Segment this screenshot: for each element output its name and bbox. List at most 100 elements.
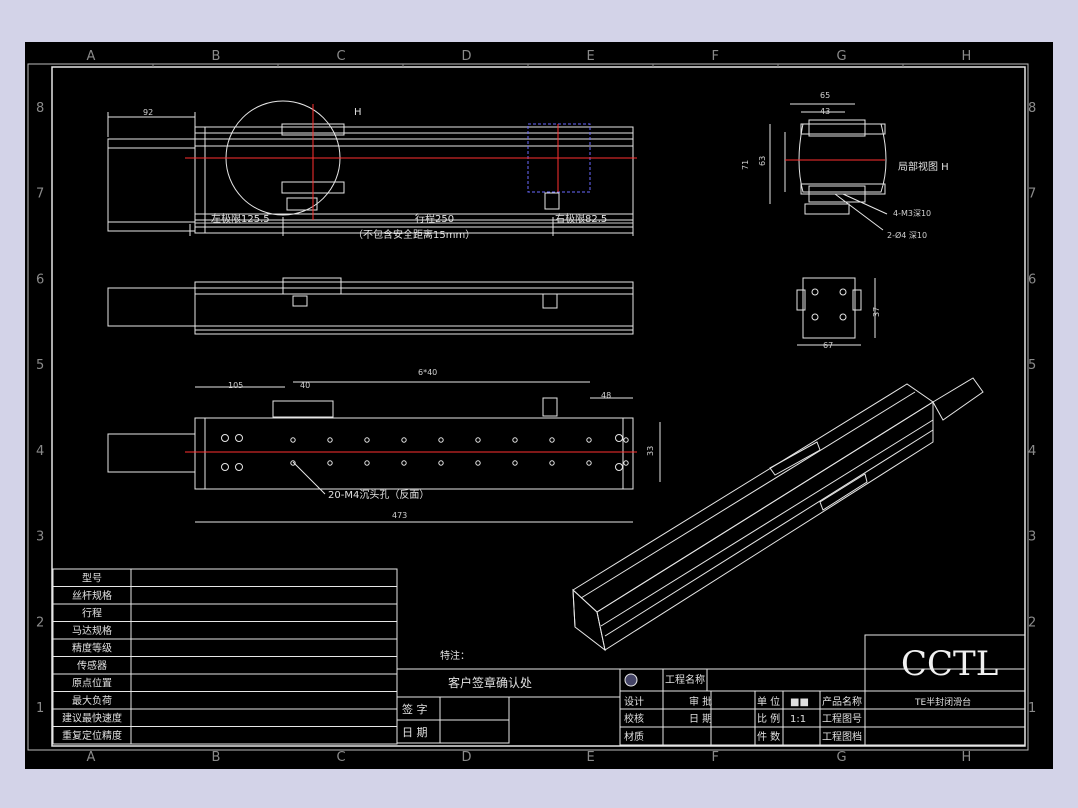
ruler-row-left: 7 [36, 187, 44, 202]
spec-row-label: 建议最快速度 [62, 712, 122, 725]
end-hole [221, 463, 229, 471]
end-hole [235, 463, 243, 471]
check-label: 校核 [624, 712, 644, 725]
ruler-col-top: C [337, 49, 346, 64]
ruler-row-right: 5 [1028, 358, 1036, 373]
ruler-col-top: G [837, 49, 847, 64]
hole [327, 460, 333, 466]
ruler-col-top: B [212, 49, 221, 64]
end-hole [615, 463, 623, 471]
end-hole [235, 434, 243, 442]
spec-row-label: 精度等级 [72, 642, 112, 655]
end-hole [615, 434, 623, 442]
ruler-col-bottom: H [962, 750, 972, 765]
dim-33: 33 [646, 446, 655, 456]
dim-105: 105 [228, 381, 243, 390]
ruler-col-bottom: E [587, 750, 595, 765]
partial-view-label: 局部视图 H [898, 160, 949, 173]
drawing-no-label: 工程图号 [822, 713, 862, 725]
spec-row-label: 行程 [82, 607, 102, 620]
hole [586, 460, 592, 466]
title-block: 工程名称 设计 审 批 单 位 ■■ 校核 日 期 比 例 1:1 材质 件 数… [619, 634, 1026, 746]
spec-row-label: 原点位置 [72, 677, 112, 690]
dim-473: 473 [392, 511, 407, 520]
scale-value: 1:1 [790, 714, 806, 725]
ruler-row-left: 4 [36, 444, 44, 459]
hole [438, 437, 444, 443]
spec-row-label: 最大负荷 [72, 694, 112, 707]
hole [438, 460, 444, 466]
side-view [107, 277, 634, 335]
customer-confirm-block: 特注： 客户签章确认处 签 字 日 期 [396, 649, 621, 744]
spec-row-label: 丝杆规格 [72, 589, 112, 602]
isometric-view [572, 377, 984, 652]
ruler-col-bottom: F [712, 750, 719, 765]
detail-mark-h: H [354, 107, 362, 118]
dim-67: 67 [823, 341, 833, 350]
hole [290, 437, 296, 443]
hole [623, 460, 629, 466]
ruler-row-left: 1 [36, 701, 44, 716]
dim-6x40: 6*40 [418, 368, 437, 377]
date-label: 日 期 [402, 726, 428, 739]
m3-note: 4-M3深10 [893, 209, 931, 218]
ruler-col-bottom: D [462, 750, 472, 765]
ruler-row-left: 5 [36, 358, 44, 373]
hole [549, 460, 555, 466]
spec-row-label: 马达规格 [72, 624, 112, 637]
ruler-row-right: 2 [1028, 615, 1036, 630]
hole [290, 460, 296, 466]
hole [327, 437, 333, 443]
scale-label: 比 例 [757, 712, 780, 725]
ruler-row-right: 4 [1028, 444, 1036, 459]
ruler-row-left: 2 [36, 615, 44, 630]
hole [364, 437, 370, 443]
special-note: 特注： [440, 649, 470, 662]
end-hole [221, 434, 229, 442]
unit-value: ■■ [790, 697, 809, 708]
hole [475, 437, 481, 443]
hole [401, 437, 407, 443]
dim-left-limit: 左极限125.5 [211, 212, 270, 225]
date-label-tb: 日 期 [689, 713, 712, 725]
hole [586, 437, 592, 443]
ruler-row-left: 6 [36, 272, 44, 287]
phi4-note: 2-Ø4 深10 [887, 230, 927, 240]
hole [401, 460, 407, 466]
bottom-view [107, 381, 661, 523]
mounting-holes [221, 434, 629, 471]
ruler-col-bottom: A [87, 750, 96, 765]
holes-note: 20-M4沉头孔（反面） [328, 488, 429, 501]
ruler-col-top: E [587, 49, 595, 64]
spec-row-label: 传感器 [77, 659, 107, 672]
ruler-col-top: A [87, 49, 96, 64]
dim-63: 63 [758, 156, 767, 166]
ruler-row-right: 3 [1028, 530, 1036, 545]
dim-65: 65 [820, 91, 830, 100]
spec-row-label: 重复定位精度 [62, 729, 122, 742]
ruler-row-right: 1 [1028, 701, 1036, 716]
design-label: 设计 [624, 695, 644, 708]
brand-logo: CCTL [901, 644, 998, 684]
ruler-col-bottom: C [337, 750, 346, 765]
spec-row-label: 型号 [82, 572, 102, 585]
product-value: TE半封闭滑台 [914, 696, 971, 708]
customer-confirm-label: 客户签章确认处 [448, 675, 532, 690]
dim-48: 48 [601, 391, 611, 400]
dim-stroke: 行程250 [415, 212, 454, 225]
ruler-row-right: 8 [1028, 101, 1036, 116]
hole [549, 437, 555, 443]
ruler-row-left: 3 [36, 530, 44, 545]
safety-note: （不包含安全距离15mm） [353, 228, 475, 241]
ruler-col-top: H [962, 49, 972, 64]
dim-92: 92 [143, 108, 153, 117]
ruler-col-top: F [712, 49, 719, 64]
material-label: 材质 [624, 730, 644, 743]
end-view [796, 277, 876, 346]
product-name-label: 产品名称 [822, 695, 862, 708]
ruler-col-bottom: B [212, 750, 221, 765]
